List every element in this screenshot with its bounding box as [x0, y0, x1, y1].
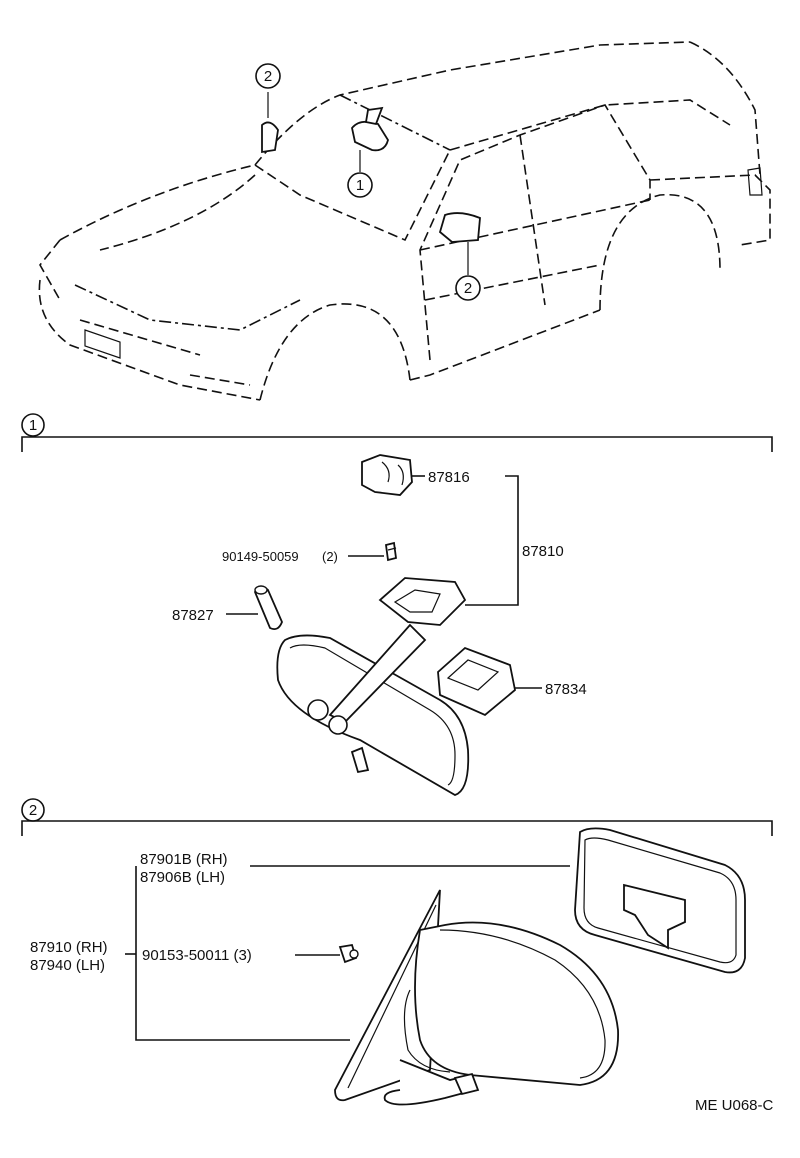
- callout-2-car-right: 2: [455, 275, 481, 301]
- callout-2-car-left: 2: [255, 63, 281, 89]
- screw-part-2: [338, 943, 359, 964]
- label-87910: 87910 (RH): [30, 939, 108, 956]
- label-87906b: 87906B (LH): [140, 869, 225, 886]
- callout-1-car: 1: [347, 172, 373, 198]
- bracket-87810: [465, 475, 519, 606]
- car-inner-mirror: [351, 106, 389, 172]
- diagram-code: ME U068-C: [695, 1097, 774, 1114]
- label-90153: 90153-50011 (3): [142, 947, 252, 964]
- svg-text:2: 2: [264, 68, 272, 85]
- cover-part-87834: [437, 646, 516, 717]
- car-outline: [38, 41, 771, 401]
- label-87940: 87940 (LH): [30, 957, 105, 974]
- car-outer-mirror-right: [438, 212, 481, 275]
- section-1-header: 1: [21, 413, 773, 452]
- mirror-glass-part: [574, 827, 746, 974]
- screw-part-1: [385, 541, 397, 562]
- svg-text:1: 1: [356, 177, 364, 194]
- inner-mirror-assembly: [276, 577, 470, 796]
- svg-text:1: 1: [29, 417, 37, 434]
- cover-part-87827: [253, 585, 283, 631]
- label-87827: 87827: [172, 607, 214, 624]
- outer-mirror-assembly: [334, 889, 619, 1106]
- svg-text:2: 2: [464, 280, 472, 297]
- label-87901b: 87901B (RH): [140, 851, 228, 868]
- svg-text:2: 2: [29, 802, 37, 819]
- bracket-outer-mirror: [135, 866, 350, 1041]
- car-outer-mirror-left: [261, 92, 279, 154]
- label-87810: 87810: [522, 543, 564, 560]
- label-90149: 90149-50059: [222, 549, 299, 564]
- label-90149-qty: (2): [322, 549, 338, 564]
- mirror-holder-part: [361, 454, 413, 496]
- label-87816: 87816: [428, 469, 470, 486]
- section-2-header: 2: [21, 798, 773, 836]
- label-87834: 87834: [545, 681, 587, 698]
